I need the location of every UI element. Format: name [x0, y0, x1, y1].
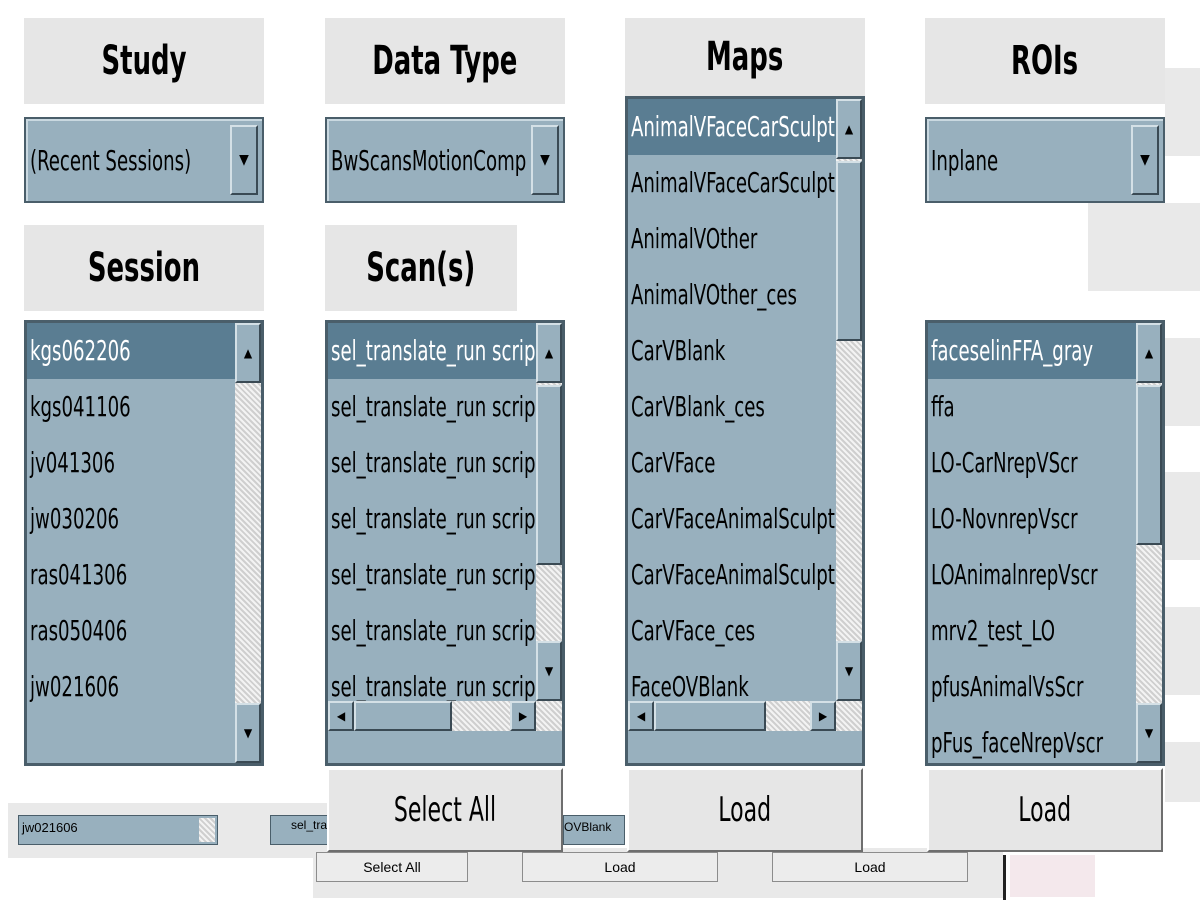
- scroll-up-icon[interactable]: ▲: [235, 323, 261, 383]
- scroll-down-icon[interactable]: ▼: [1136, 703, 1162, 763]
- list-item[interactable]: CarVFace_ces: [631, 614, 756, 647]
- list-item[interactable]: sel_translate_run scrip: [331, 558, 536, 591]
- data-type-dropdown[interactable]: BwScansMotionComp ▼: [325, 117, 565, 203]
- list-item[interactable]: ffa: [931, 390, 955, 423]
- scroll-down-icon[interactable]: ▼: [836, 641, 862, 701]
- study-selected-value: (Recent Sessions): [30, 143, 192, 177]
- list-item[interactable]: jw021606: [30, 670, 120, 703]
- ghost-panel-right-4: [1165, 472, 1200, 560]
- list-item[interactable]: sel_translate_run scrip: [331, 614, 536, 647]
- scans-header: Scan(s): [325, 225, 517, 311]
- session-header: Session: [24, 225, 264, 311]
- list-item[interactable]: ras050406: [30, 614, 128, 647]
- list-item[interactable]: kgs062206: [27, 323, 235, 379]
- session-scrollbar[interactable]: ▲ ▼: [235, 323, 261, 763]
- list-item[interactable]: kgs041106: [30, 390, 131, 423]
- list-item[interactable]: CarVBlank_ces: [631, 390, 765, 423]
- list-item[interactable]: CarVFaceAnimalSculpt: [631, 558, 835, 591]
- list-item[interactable]: AnimalVFaceCarSculpt: [631, 166, 835, 199]
- rois-view-dropdown[interactable]: Inplane ▼: [925, 117, 1165, 203]
- ghost-select-all-button[interactable]: Select All: [316, 852, 468, 882]
- ghost-scan-list: sel_tra: [270, 815, 330, 845]
- ghost-panel-right-1: [1165, 68, 1200, 156]
- ghost-panel-right-6: [1165, 742, 1200, 802]
- ghost-maps-text: OVBlank: [564, 820, 612, 834]
- chevron-down-icon[interactable]: ▼: [230, 125, 258, 195]
- list-item[interactable]: AnimalVFaceCarSculpt: [628, 99, 836, 155]
- maps-header: Maps: [625, 18, 865, 96]
- scans-list[interactable]: sel_translate_run scrip sel_translate_run…: [325, 320, 565, 766]
- scans-list-rows: sel_translate_run scrip sel_translate_run…: [328, 323, 536, 701]
- ghost-load-maps-button[interactable]: Load: [522, 852, 718, 882]
- rois-view-value: Inplane: [931, 143, 999, 177]
- study-dropdown[interactable]: (Recent Sessions) ▼: [24, 117, 264, 203]
- scroll-left-icon[interactable]: ◀: [328, 701, 354, 731]
- ghost-session-value: jw021606: [22, 820, 78, 835]
- maps-scroll-thumb[interactable]: [836, 161, 862, 341]
- maps-hscroll-thumb[interactable]: [654, 701, 766, 731]
- maps-hscrollbar[interactable]: ◀ ▶: [628, 701, 862, 731]
- list-item[interactable]: pFus_faceNrepVscr: [931, 726, 1104, 759]
- session-list-rows: kgs062206 kgs041106 jv041306 jw030206 ras041…: [27, 323, 235, 763]
- ghost-divider: [1003, 855, 1006, 900]
- ghost-panel-right-5: [1165, 607, 1200, 695]
- session-list[interactable]: kgs062206 kgs041106 jv041306 jw030206 ras041…: [24, 320, 264, 766]
- study-header: Study: [24, 18, 264, 104]
- list-item[interactable]: faceselinFFA_gray: [928, 323, 1136, 379]
- list-item[interactable]: LO-CarNrepVScr: [931, 446, 1078, 479]
- list-item[interactable]: CarVBlank: [631, 334, 726, 367]
- scans-hscrollbar[interactable]: ◀ ▶: [328, 701, 562, 731]
- maps-vscrollbar[interactable]: ▲ ▼: [836, 99, 862, 701]
- list-item[interactable]: sel_translate_run scrip: [331, 670, 536, 701]
- chevron-down-icon[interactable]: ▼: [1131, 125, 1159, 195]
- list-item[interactable]: AnimalVOther: [631, 222, 758, 255]
- scroll-up-icon[interactable]: ▲: [536, 323, 562, 383]
- list-item[interactable]: mrv2_test_LO: [931, 614, 1056, 647]
- scans-vscrollbar[interactable]: ▲ ▼: [536, 323, 562, 701]
- data-type-selected-value: BwScansMotionComp: [331, 143, 527, 177]
- data-type-header: Data Type: [325, 18, 565, 104]
- scroll-right-icon[interactable]: ▶: [810, 701, 836, 731]
- list-item[interactable]: LO-NovnrepVscr: [931, 502, 1078, 535]
- scroll-left-icon[interactable]: ◀: [628, 701, 654, 731]
- scroll-up-icon[interactable]: ▲: [836, 99, 862, 159]
- list-item[interactable]: CarVFace: [631, 446, 716, 479]
- list-item[interactable]: AnimalVOther_ces: [631, 278, 797, 311]
- scans-hscroll-thumb[interactable]: [354, 701, 452, 731]
- list-item[interactable]: sel_translate_run scrip: [331, 390, 536, 423]
- ghost-scan-text: sel_tra: [291, 818, 328, 832]
- ghost-maps-list: OVBlank: [563, 815, 625, 845]
- rois-scrollbar[interactable]: ▲ ▼: [1136, 323, 1162, 763]
- ghost-panel-right-3: [1165, 338, 1200, 426]
- list-item[interactable]: sel_translate_run scrip: [331, 446, 536, 479]
- chevron-down-icon[interactable]: ▼: [531, 125, 559, 195]
- scroll-down-icon[interactable]: ▼: [235, 703, 261, 763]
- load-maps-button[interactable]: Load: [627, 768, 863, 852]
- list-item[interactable]: LOAnimalnrepVscr: [931, 558, 1098, 591]
- list-item[interactable]: ras041306: [30, 558, 128, 591]
- list-item[interactable]: sel_translate_run scrip: [328, 323, 536, 379]
- load-rois-button[interactable]: Load: [927, 768, 1163, 852]
- rois-header: ROIs: [925, 18, 1165, 104]
- scroll-right-icon[interactable]: ▶: [510, 701, 536, 731]
- ghost-pink-patch: [1010, 855, 1095, 897]
- select-all-button[interactable]: Select All: [327, 768, 563, 852]
- scroll-up-icon[interactable]: ▲: [1136, 323, 1162, 383]
- list-item[interactable]: FaceOVBlank: [631, 670, 749, 701]
- list-item[interactable]: jv041306: [30, 446, 115, 479]
- rois-scroll-thumb[interactable]: [1136, 385, 1162, 545]
- ghost-load-rois-button[interactable]: Load: [772, 852, 968, 882]
- scroll-down-icon[interactable]: ▼: [536, 641, 562, 701]
- list-item[interactable]: CarVFaceAnimalSculpt: [631, 502, 835, 535]
- ghost-panel-right-2: [1088, 203, 1200, 291]
- list-item[interactable]: sel_translate_run scrip: [331, 502, 536, 535]
- list-item[interactable]: pfusAnimalVsScr: [931, 670, 1084, 703]
- scans-scroll-thumb[interactable]: [536, 385, 562, 565]
- list-item[interactable]: jw030206: [30, 502, 120, 535]
- ghost-session-combo: jw021606: [18, 815, 218, 845]
